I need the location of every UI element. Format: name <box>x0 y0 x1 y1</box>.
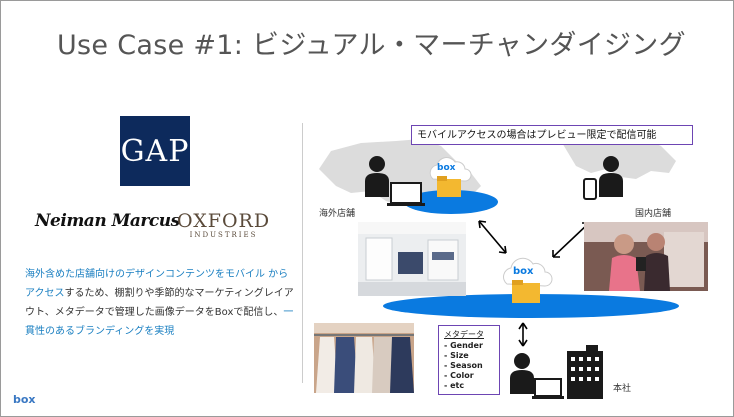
hq-building-icon <box>567 345 603 399</box>
hq-label: 本社 <box>613 384 632 394</box>
metadata-item: - Gender <box>444 341 483 350</box>
slide-title: Use Case #1: ビジュアル・マーチャンダイジング <box>57 30 686 61</box>
metadata-item: - Season <box>444 361 483 370</box>
metadata-item: - Color <box>444 371 474 380</box>
person-hq-icon <box>510 353 564 399</box>
domestic-store-photo <box>584 222 708 291</box>
box-cloud-overseas <box>429 157 472 197</box>
box-footer-logo: box <box>13 393 36 406</box>
description-highlight-2: 一貫性のあるブランディングを実現 <box>25 307 294 337</box>
overseas-store-photo <box>358 222 466 296</box>
box-cloud-central <box>503 257 553 303</box>
use-case-description: 海外含めた店舗向けのデザインコンテンツをモバイル からアクセスするため、棚割りや… <box>25 265 295 341</box>
gap-logo: GAP <box>120 116 190 186</box>
description-body: するため、棚割りや季節的なマーケティングレイアウト、メタデータで管理した画像デー… <box>25 288 294 318</box>
oxford-logo-sub: INDUSTRIES <box>189 231 258 239</box>
overseas-platform <box>404 190 498 214</box>
central-platform <box>383 294 679 318</box>
box-label-central: box <box>513 266 534 277</box>
box-label-overseas: box <box>437 163 456 173</box>
oxford-industries-logo: OXFORD INDUSTRIES <box>177 211 270 240</box>
metadata-item: - etc <box>444 381 465 390</box>
metadata-item: - Size <box>444 351 469 360</box>
oxford-logo-main: OXFORD <box>177 210 271 232</box>
person-domestic-icon <box>583 156 623 200</box>
description-highlight-1: 海外含めた店舗向けのデザインコンテンツをモバイル からアクセス <box>25 269 289 299</box>
overseas-store-label: 海外店舗 <box>319 209 356 219</box>
person-overseas-icon <box>365 156 425 206</box>
domestic-store-label: 国内店舗 <box>635 209 672 219</box>
hq-clothing-photo <box>314 323 414 393</box>
divider-line <box>302 123 303 383</box>
preview-callout: モバイルアクセスの場合はプレビュー限定で配信可能 <box>411 125 693 145</box>
metadata-box: メタデータ - Gender - Size - Season - Color -… <box>438 325 500 395</box>
neiman-marcus-logo: Neiman Marcus <box>35 211 180 231</box>
metadata-title: メタデータ <box>444 330 484 339</box>
